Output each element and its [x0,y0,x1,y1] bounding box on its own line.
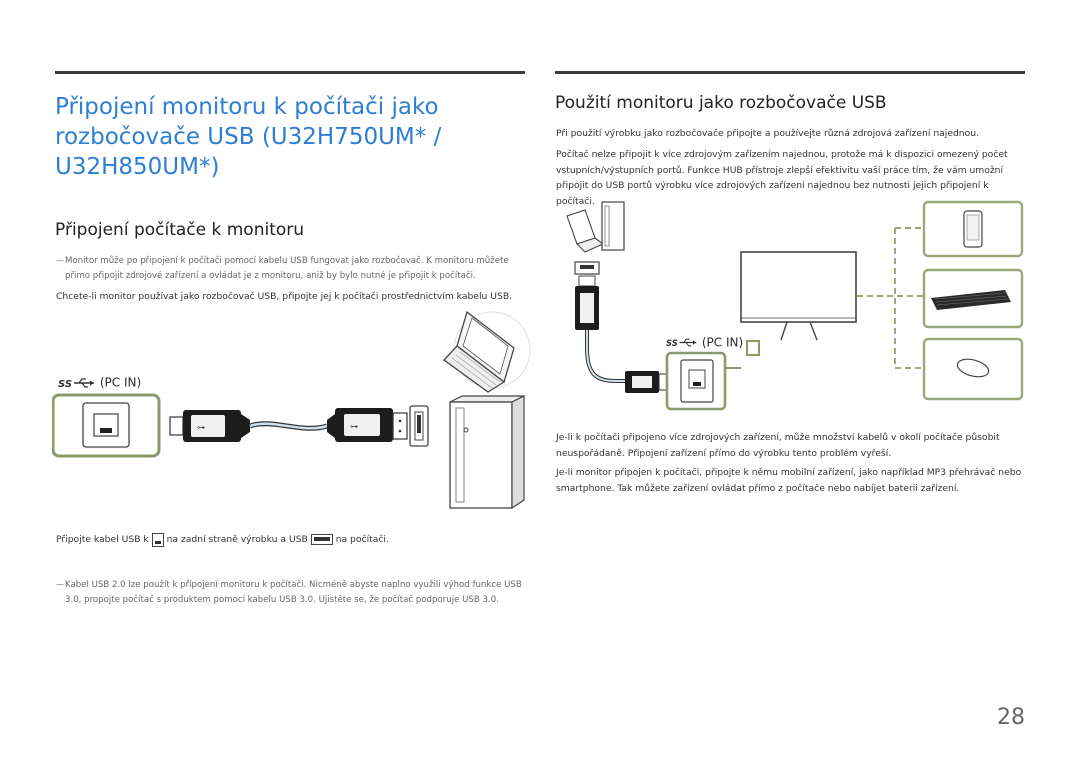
svg-text:⊶: ⊶ [350,422,358,431]
right-para-3: Je-li k počítači připojeno více zdrojový… [556,432,1000,459]
left-section-heading: Připojení počítače k monitoru [55,220,305,240]
laptop-icon [566,209,605,253]
left-connection-diagram: ⊶ ⊶ [52,310,531,510]
usb-b-port-icon [665,351,727,411]
keyboard-icon [922,268,1024,329]
caption-part2: na zadní straně výrobku a USB [166,534,308,545]
right-para-1: Při použití výrobku jako rozbočovače při… [556,128,979,139]
desktop-tower-icon [449,395,525,510]
mouse-icon [922,337,1024,401]
right-para-2: Počítač nelze připojit k více zdrojovým … [556,149,1008,207]
superspeed-usb-icon: SS [58,377,94,390]
monitor-icon [740,251,857,341]
usb-a-port-icon [409,405,429,447]
usb-b-port-icon [52,393,161,458]
right-hub-diagram [566,200,1024,411]
usb-cable-icon [574,261,672,393]
usb-a-port-icon [310,534,333,545]
usb-cable-icon: ⊶ ⊶ [169,408,408,442]
caption-part3: na počítači. [335,534,389,545]
right-top-rule [555,71,1025,74]
left-pc-in-text: (PC IN) [99,375,142,390]
page-title: Připojení monitoru k počítači jako rozbo… [55,94,442,180]
left-caption: Připojte kabel USB k na zadní straně výr… [56,532,526,548]
right-section-heading: Použití monitoru jako rozbočovače USB [555,93,887,113]
right-para-4: Je-li monitor připojen k počítači, připo… [556,467,1022,494]
smartphone-icon [922,200,1024,258]
left-instruction: Chcete-li monitor používat jako rozbočov… [56,291,513,302]
left-top-rule [55,71,525,74]
svg-text:SS: SS [666,338,678,348]
right-pc-in-label: SS (PC IN) [666,335,766,351]
left-pc-in-label: SS (PC IN) [58,375,158,391]
page-number: 28 [997,705,1025,730]
laptop-icon [443,310,531,393]
svg-text:SS: SS [58,379,72,389]
usb-b-port-icon [151,532,164,547]
right-pc-in-text: (PC IN) [701,335,744,350]
svg-text:⊶: ⊶ [197,423,205,432]
superspeed-usb-icon: SS [666,338,697,348]
caption-part1: Připojte kabel USB k [56,534,149,545]
left-note-hub: Monitor může po připojení k počítači pom… [56,254,527,283]
left-note-usb3: Kabel USB 2.0 lze použít k připojení mon… [56,578,527,607]
desktop-tower-icon [601,201,625,251]
